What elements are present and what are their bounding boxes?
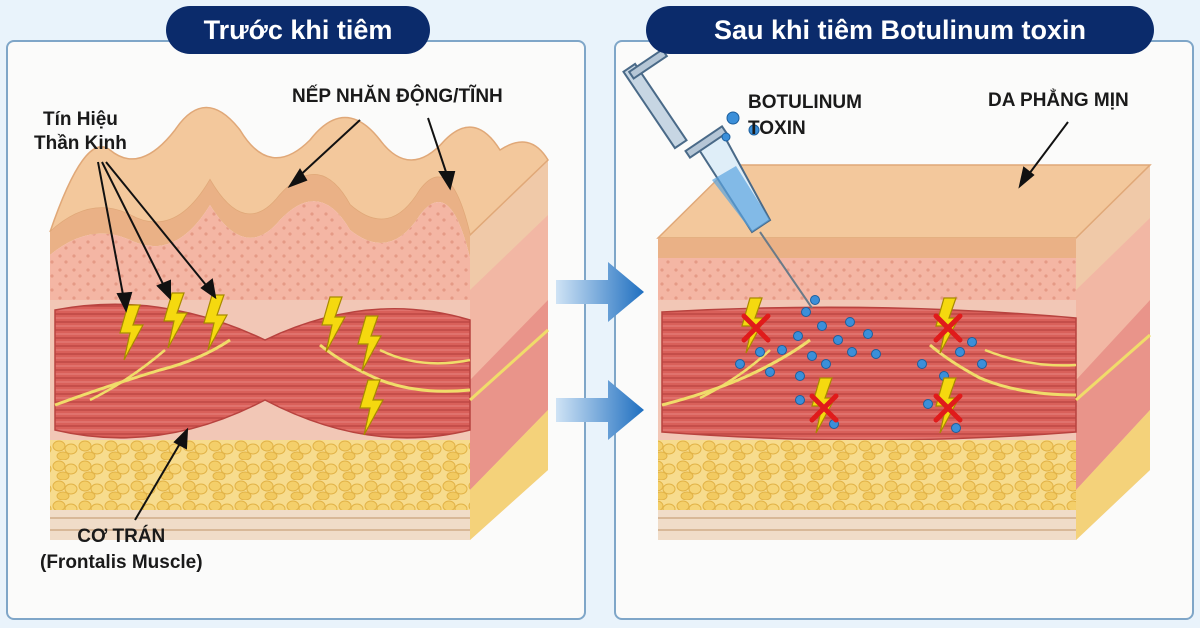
label-wrinkles: NẾP NHĂN ĐỘNG/TĨNH [292,86,503,107]
syringe-icon [622,48,813,309]
toxin-molecule-icon [721,111,987,433]
label-toxin: BOTULINUM TOXIN [748,90,862,142]
header-before: Trước khi tiêm [166,6,430,54]
annotation-arrows-after [1018,121,1069,189]
label-muscle: CƠ TRÁN (Frontalis Muscle) [40,524,203,576]
skin-block-after [656,164,1152,540]
label-toxin-line2: TOXIN [748,118,806,139]
label-muscle-line1: CƠ TRÁN [77,526,166,547]
label-nerve-signal: Tín Hiệu Thần Kinh [34,108,127,156]
label-nerve-signal-line1: Tín Hiệu [42,109,118,130]
header-after: Sau khi tiêm Botulinum toxin [646,6,1154,54]
label-toxin-line1: BOTULINUM [748,92,862,113]
annotation-arrows-before [97,117,456,521]
lightning-bolt-icon [119,292,385,436]
label-nerve-signal-line2: Thần Kinh [34,133,127,154]
label-muscle-line2: (Frontalis Muscle) [40,552,203,573]
red-x-icon [741,313,963,423]
transition-arrow-icon [556,262,644,440]
label-smooth-skin: DA PHẲNG MỊN [988,90,1129,111]
